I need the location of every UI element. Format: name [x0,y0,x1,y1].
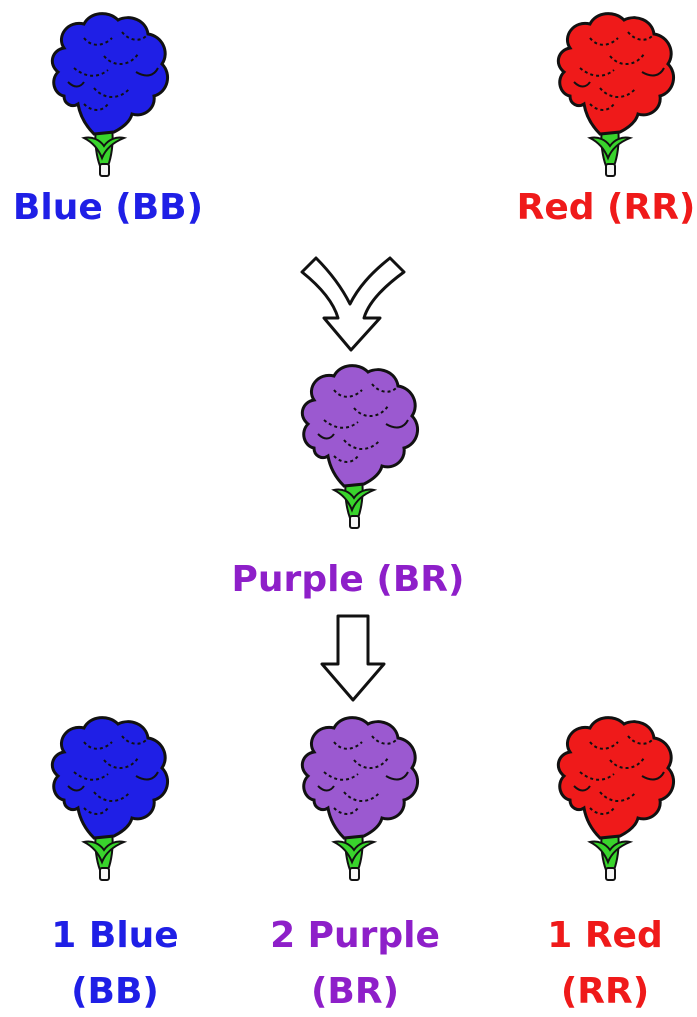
f2-purple-genotype-label: (BR) [310,971,400,1012]
down-arrow-icon [320,614,386,702]
f2-red-genotype-label: (RR) [560,971,650,1012]
f2-blue-flower-icon [50,716,170,882]
f2-purple-count-label: 2 Purple [270,915,440,956]
f2-purple-flower-icon [300,716,420,882]
merge-arrow-icon [300,256,406,352]
f1-purple-label: Purple (BR) [231,559,465,600]
parent-red-label: Red (RR) [516,187,696,228]
f2-blue-genotype-label: (BB) [71,971,159,1012]
f2-blue-count-label: 1 Blue [51,915,179,956]
purple-flower-icon [300,364,420,530]
f2-red-flower-icon [556,716,676,882]
parent-blue-label: Blue (BB) [12,187,204,228]
red-flower-icon [556,12,676,178]
f2-red-count-label: 1 Red [547,915,663,956]
blue-flower-icon [50,12,170,178]
